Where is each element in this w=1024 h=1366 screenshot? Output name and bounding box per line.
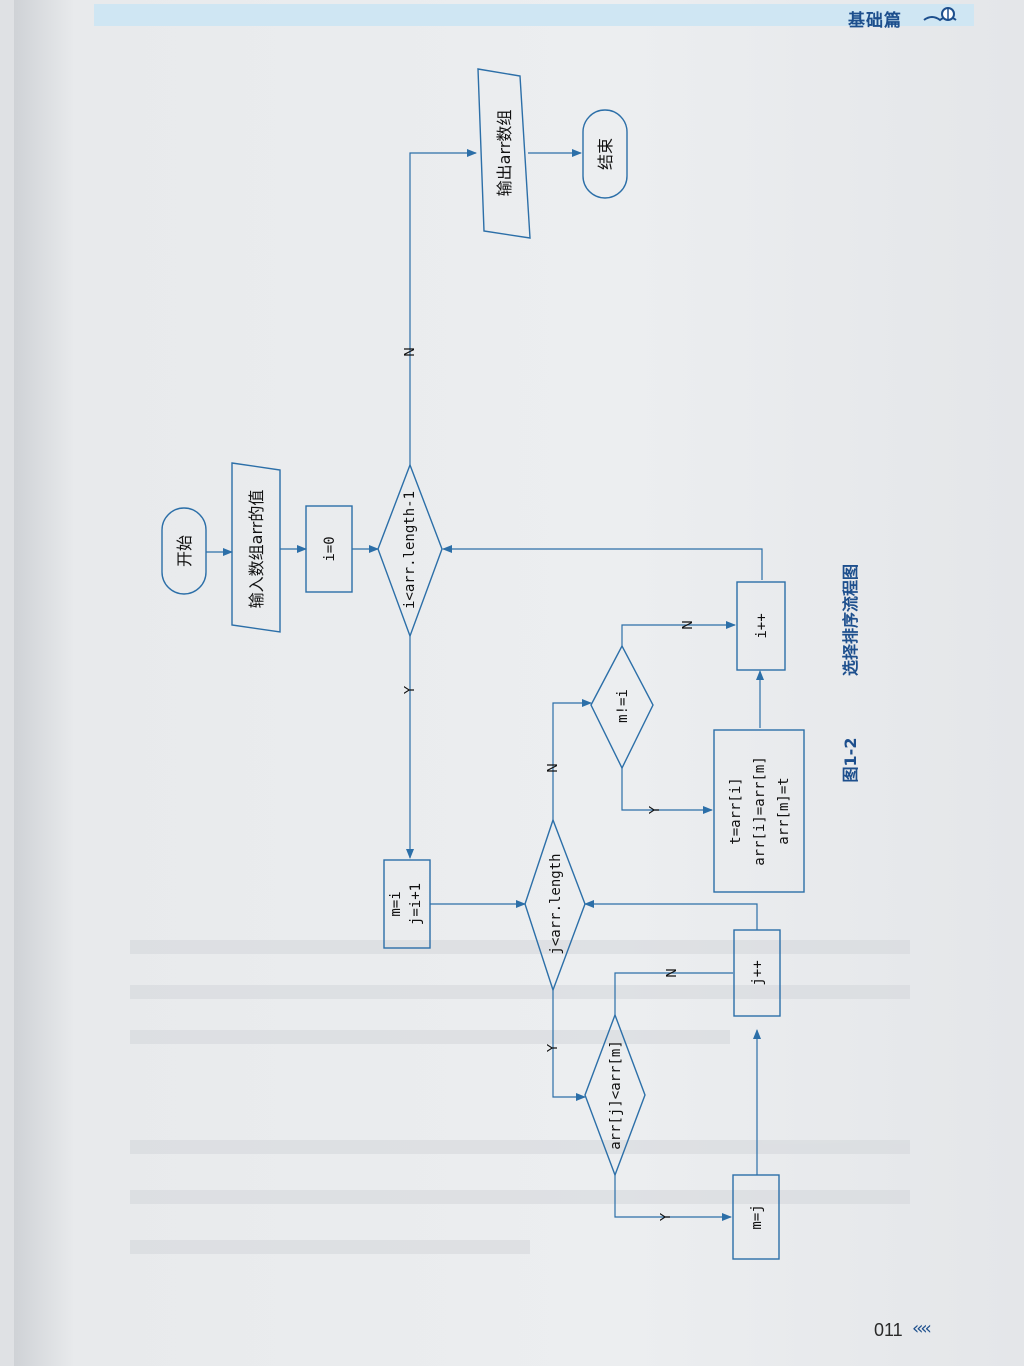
edge-cmp-yes: [614, 1175, 732, 1221]
node-cond-i-label: i<arr.length-1: [402, 491, 418, 609]
node-set-m-line2: j=i+1: [408, 883, 424, 925]
figure-caption: 图1-2 选择排序流程图: [841, 564, 860, 782]
figure-caption-number: 图1-2: [841, 738, 860, 783]
header-band: [94, 4, 974, 26]
page-arrows-icon: ‹‹‹‹: [912, 1318, 932, 1339]
edge-condj-yes: [552, 990, 586, 1101]
node-cond-m-label: m!=i: [615, 689, 631, 723]
node-cond-cmp: arr[j]<arr[m]: [584, 1013, 646, 1177]
node-init-i-label: i=0: [322, 536, 338, 561]
edge-labels: Y N Y N Y N Y N: [403, 347, 696, 1222]
bulb-book-icon: [923, 7, 957, 22]
label-cond-j-yes: Y: [546, 1044, 561, 1053]
node-output: 输出arr数组: [477, 68, 531, 239]
node-input: 输入数组arr的值: [231, 462, 281, 633]
label-cond-m-yes: Y: [648, 806, 663, 815]
book-page: [14, 0, 1024, 1366]
node-set-m: m=i j=i+1: [383, 859, 431, 949]
node-cond-j-label: j<arr.length: [548, 853, 564, 954]
node-assign-m-label: m=j: [749, 1204, 765, 1229]
node-inc-i-label: i++: [754, 613, 770, 638]
bleed-through-text: [130, 940, 910, 1254]
edge-incj-condj: [584, 900, 758, 930]
edge-condj-no: [552, 699, 592, 820]
node-inc-j: j++: [733, 929, 781, 1017]
node-cond-i: i<arr.length-1: [377, 463, 443, 639]
node-swap-line2: arr[i]=arr[m]: [752, 756, 768, 866]
node-inc-i: i++: [736, 581, 786, 671]
node-cond-j: j<arr.length: [524, 817, 586, 993]
node-set-m-line1: m=i: [388, 891, 404, 916]
node-inc-j-label: j++: [750, 960, 766, 985]
edge-cmp-no: [614, 972, 733, 1015]
node-start-label: 开始: [175, 535, 194, 567]
node-start: 开始: [161, 507, 207, 595]
edge-inci-condi: [442, 545, 763, 580]
node-output-label: 输出arr数组: [495, 110, 514, 197]
label-cond-j-no: N: [546, 763, 561, 773]
node-swap-line1: t=arr[i]: [728, 777, 744, 844]
label-cmp-no: N: [665, 968, 680, 978]
node-end-label: 结束: [596, 138, 615, 170]
edge-condm-yes: [621, 768, 713, 814]
page-number: 011: [874, 1320, 903, 1340]
node-input-label: 输入数组arr的值: [247, 490, 266, 609]
section-title: 基础篇: [848, 11, 902, 31]
edge-condm-no: [621, 621, 736, 646]
node-cond-m: m!=i: [590, 644, 654, 770]
node-assign-m: m=j: [732, 1174, 780, 1260]
node-end: 结束: [582, 109, 628, 199]
label-cmp-yes: Y: [659, 1213, 674, 1222]
label-cond-i-yes: Y: [403, 686, 418, 695]
node-swap: t=arr[i] arr[i]=arr[m] arr[m]=t: [713, 729, 805, 893]
node-cond-cmp-label: arr[j]<arr[m]: [608, 1040, 624, 1150]
edge-cond-i-no: [409, 149, 477, 465]
figure-caption-title: 选择排序流程图: [841, 564, 860, 676]
flow-edges: [206, 149, 764, 1221]
label-cond-i-no: N: [403, 347, 418, 357]
label-cond-m-no: N: [681, 620, 696, 630]
node-swap-line3: arr[m]=t: [776, 777, 792, 844]
node-init-i: i=0: [305, 505, 353, 593]
